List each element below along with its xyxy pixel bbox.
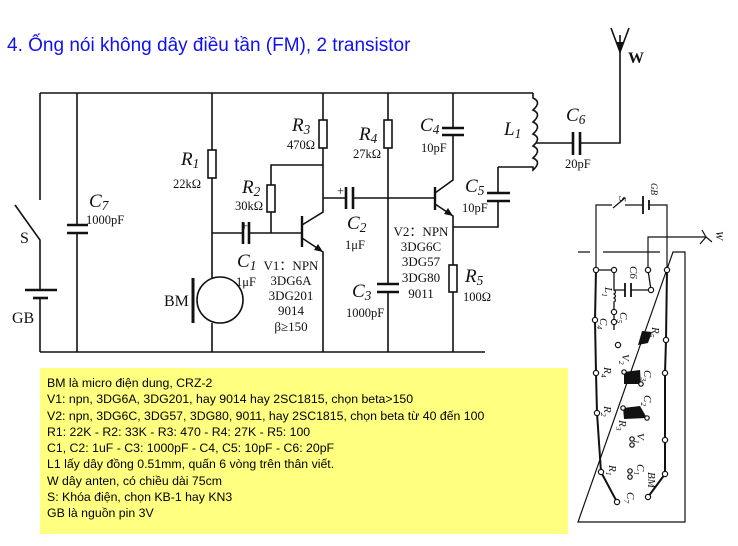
v2-line: 3DG57 xyxy=(402,254,441,269)
v1-line: V1：NPN xyxy=(264,258,320,273)
v2-line: 3DG80 xyxy=(402,270,440,285)
label-l1: L1 xyxy=(503,119,521,141)
pcb-label: C2 xyxy=(639,395,653,406)
note-line: BM là micro điện dung, CRZ-2 xyxy=(47,376,213,390)
schematic-labels: S GB BM W C7 1000pF R1 22kΩ R2 30kΩ R3 4… xyxy=(12,50,644,334)
v2-line: V2：NPN xyxy=(394,224,450,239)
label-c3: C3 xyxy=(352,281,372,303)
value-r5: 100Ω xyxy=(463,290,491,304)
component-notes: BM là micro điện dung, CRZ-2 V1: npn, 3D… xyxy=(40,368,568,534)
label-c1: C1 xyxy=(237,251,256,273)
value-c1: 1μF xyxy=(236,275,256,289)
label-r5: R5 xyxy=(464,266,484,288)
microphone-bm xyxy=(191,276,244,324)
resistor-r4 xyxy=(383,119,393,149)
resistor-r5 xyxy=(448,264,458,293)
wires xyxy=(14,27,630,353)
value-r2: 30kΩ xyxy=(235,199,263,213)
v2-specs: V2：NPN 3DG6C 3DG57 3DG80 9011 xyxy=(394,224,450,301)
page-title: 4. Ống nói không dây điều tần (FM), 2 tr… xyxy=(7,35,411,56)
resistor-r2 xyxy=(266,184,276,213)
label-c5: C5 xyxy=(465,176,485,198)
label-r1: R1 xyxy=(180,149,199,171)
value-c7: 1000pF xyxy=(86,213,124,227)
pcb-label: S xyxy=(616,196,628,202)
note-line: GB là nguồn pin 3V xyxy=(47,506,154,521)
note-line: L1 lấy dây đồng 0.51mm, quấn 6 vòng trên… xyxy=(47,457,335,472)
note-line: W dây anten, có chiều dài 75cm xyxy=(47,473,222,488)
emitter-arrow-v1 xyxy=(314,244,323,252)
resistor-r3 xyxy=(318,119,328,149)
resistor-r1 xyxy=(207,149,217,179)
value-r3: 470Ω xyxy=(287,138,315,152)
pcb-label: BM xyxy=(645,472,657,489)
pcb-label: C6 xyxy=(627,266,639,279)
pcb-label: R5 xyxy=(647,326,661,338)
v2-line: 9011 xyxy=(408,286,434,301)
value-c6: 20pF xyxy=(565,157,591,171)
label-c6: C6 xyxy=(566,105,586,127)
v1-line: β≥150 xyxy=(274,319,307,334)
polarity-c1: + xyxy=(241,219,248,233)
label-gb: GB xyxy=(12,310,34,327)
label-r2: R2 xyxy=(241,177,261,199)
pcb-label: C4 xyxy=(595,318,609,329)
pcb-label: C3 xyxy=(639,370,653,381)
v1-line: 3DG201 xyxy=(269,288,314,303)
pcb-label: R4 xyxy=(599,366,613,378)
pcb-label: C1 xyxy=(632,464,646,475)
pcb-label: C5 xyxy=(615,312,629,323)
pcb-label: GB xyxy=(649,183,659,195)
note-line: V1: npn, 3DG6A, 3DG201, hay 9014 hay 2SC… xyxy=(47,392,414,407)
label-r3: R3 xyxy=(291,115,311,137)
value-r4: 27kΩ xyxy=(353,147,381,161)
label-c4: C4 xyxy=(420,115,440,137)
pcb-label: L1 xyxy=(600,286,614,297)
pcb-label: V1 xyxy=(632,433,646,444)
note-line: S: Khóa điện, chọn KB-1 hay KN3 xyxy=(47,490,233,505)
label-bm: BM xyxy=(164,293,189,310)
note-line: V2: npn, 3DG6C, 3DG57, 3DG80, 9011, hay … xyxy=(47,408,485,423)
pcb-label: R1 xyxy=(604,464,618,476)
label-r4: R4 xyxy=(358,124,378,146)
pcb-label: C7 xyxy=(622,492,636,504)
v1-line: 3DG6A xyxy=(270,273,312,288)
v1-line: 9014 xyxy=(278,303,305,318)
v1-specs: V1：NPN 3DG6A 3DG201 9014 β≥150 xyxy=(264,258,320,334)
value-c2: 1μF xyxy=(345,238,365,252)
emitter-arrow-v2 xyxy=(444,208,453,216)
label-c2: C2 xyxy=(347,213,367,235)
note-line: C1, C2: 1uF - C3: 1000pF - C4, C5: 10pF … xyxy=(47,441,335,456)
antenna-icon xyxy=(616,42,624,52)
value-c4: 10pF xyxy=(421,141,447,155)
pcb-label: R2 xyxy=(599,405,613,417)
note-line: R1: 22K - R2: 33K - R3: 470 - R4: 27K - … xyxy=(47,424,311,439)
pcb-label: W xyxy=(713,231,725,241)
pcb-label: R3 xyxy=(614,419,628,431)
value-c3: 1000pF xyxy=(346,306,384,320)
components xyxy=(25,42,624,324)
label-w: W xyxy=(628,50,644,67)
label-c7: C7 xyxy=(89,191,110,213)
value-c5: 10pF xyxy=(462,201,488,215)
pcb-label: V2 xyxy=(617,354,631,365)
pcb-layout: S GB W C6 L1 C4 C5 R5 V2 C3 R4 R2 C2 R3 … xyxy=(577,183,725,523)
polarity-c2: + xyxy=(337,184,344,198)
value-r1: 22kΩ xyxy=(173,177,201,191)
label-s: S xyxy=(20,230,29,247)
v2-line: 3DG6C xyxy=(401,239,441,254)
